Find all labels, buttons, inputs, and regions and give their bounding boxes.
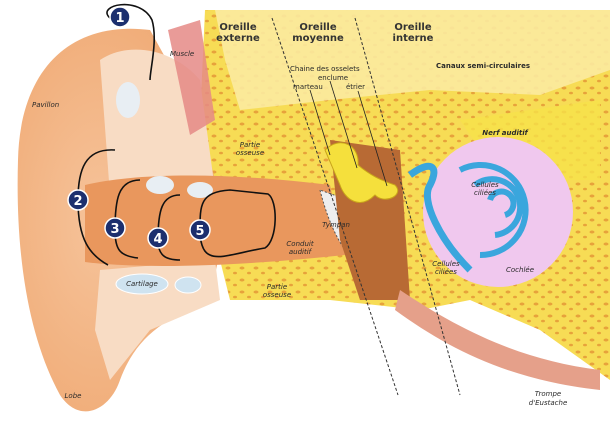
svg-text:1: 1: [115, 11, 124, 26]
cartilage-region: [95, 49, 220, 380]
label-cellules-bottom-2: ciliées: [435, 268, 457, 276]
header-oreille-externe-1: Oreille: [219, 22, 256, 33]
svg-text:4: 4: [153, 232, 162, 247]
label-trompe-1: Trompe: [535, 390, 561, 398]
eustachian-tube: [395, 290, 600, 390]
label-cartilage: Cartilage: [126, 280, 158, 288]
cartilage-island: [174, 276, 202, 294]
upper-cavity: [215, 10, 610, 110]
label-enclume: enclume: [318, 74, 348, 82]
label-conduit-1: Conduit: [286, 240, 313, 248]
label-partie-osseuse-bottom-2: osseuse: [263, 291, 291, 299]
label-lobe: Lobe: [65, 392, 82, 400]
label-pavillon: Pavillon: [32, 101, 59, 109]
cartilage-island: [115, 273, 169, 295]
zone-1-outline: [106, 3, 156, 81]
label-partie-osseuse-top-2: osseuse: [236, 149, 264, 157]
vestibule: [407, 162, 473, 273]
muscle: [168, 20, 215, 135]
header-oreille-moyenne-1: Oreille: [299, 22, 336, 33]
header-oreille-externe-2: externe: [216, 33, 260, 44]
ossicles: [324, 142, 398, 203]
label-marteau: marteau: [293, 83, 323, 91]
svg-text:5: 5: [195, 224, 204, 239]
zone-5-outline: [199, 189, 276, 258]
label-trompe-2: d'Eustache: [529, 399, 568, 407]
divider-outer-middle: [271, 17, 399, 396]
label-partie-osseuse-top-1: Partie: [240, 141, 260, 149]
marker-3: 3: [104, 217, 126, 239]
cochlea: [423, 137, 573, 287]
marker-5: 5: [189, 219, 211, 241]
pointer-enclume: [329, 80, 358, 169]
divider-middle-inner: [354, 17, 461, 396]
label-conduit-2: auditif: [289, 248, 313, 256]
label-cochlee: Cochlée: [506, 266, 534, 274]
pointer-marteau: [309, 89, 331, 156]
cartilage-island: [146, 176, 174, 194]
header-oreille-interne-2: interne: [393, 33, 434, 44]
pointer-etrier: [357, 90, 388, 187]
marker-2: 2: [67, 189, 89, 211]
svg-text:2: 2: [73, 194, 82, 209]
header-oreille-interne-1: Oreille: [394, 22, 431, 33]
cochlea-spiral: [458, 162, 529, 259]
label-muscle: Muscle: [170, 50, 194, 58]
marker-1: 1: [109, 6, 131, 28]
marker-4: 4: [147, 227, 169, 249]
label-tympan: Tympan: [322, 221, 350, 229]
label-cellules-top-2: ciliées: [474, 189, 496, 197]
header-oreille-moyenne-2: moyenne: [292, 33, 344, 44]
cartilage-island: [116, 82, 140, 118]
label-partie-osseuse-bottom-1: Partie: [267, 283, 287, 291]
label-chaine: Chaine des osselets: [290, 65, 360, 73]
label-nerf-auditif: Nerf auditif: [482, 129, 528, 137]
label-cellules-top-1: Cellules: [471, 181, 499, 189]
svg-text:3: 3: [110, 222, 119, 237]
cartilage-island: [187, 182, 213, 198]
label-canaux: Canaux semi-circulaires: [436, 62, 530, 70]
label-cellules-bottom-1: Cellules: [432, 260, 460, 268]
label-etrier: étrier: [346, 83, 365, 91]
